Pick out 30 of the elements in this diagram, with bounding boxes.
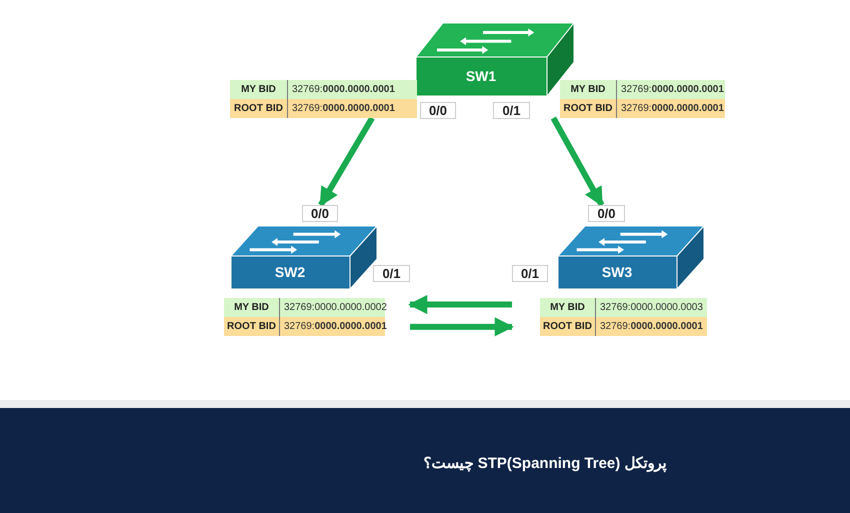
title: پروتکل STP(Spanning Tree) چیست؟ (422, 454, 668, 472)
bid-value: 32769:0000.0000.0003 (596, 298, 707, 317)
arrow (550, 116, 604, 207)
bid-value: 32769:0000.0000.0001 (288, 99, 417, 118)
bid-value: 32769:0000.0000.0001 (288, 80, 417, 99)
bid-value: 32769:0000.0000.0001 (596, 317, 707, 336)
arrow (408, 294, 512, 314)
bid-field-name: MY BID (224, 298, 280, 317)
bid-value: 32769:0000.0000.0002 (280, 298, 385, 317)
bid-value: 32769:0000.0000.0001 (617, 80, 725, 99)
arrow (410, 317, 514, 336)
port-label: 0/0 (588, 205, 625, 222)
port-label: 0/0 (420, 102, 456, 119)
switch-name: SW3 (600, 264, 634, 280)
port-label: 0/1 (493, 102, 530, 119)
port-label: 0/1 (512, 265, 548, 282)
switch-name: SW2 (274, 264, 306, 280)
bid-field-name: MY BID (230, 80, 288, 99)
bid-value: 32769:0000.0000.0001 (617, 99, 725, 118)
bid-field-name: ROOT BID (540, 317, 596, 336)
bid-field-name: ROOT BID (560, 99, 617, 118)
bid-value: 32769:0000.0000.0001 (280, 317, 385, 336)
port-label: 0/1 (373, 265, 410, 282)
bid-field-name: MY BID (540, 298, 596, 317)
switch-name: SW1 (464, 68, 498, 84)
bid-field-name: MY BID (560, 80, 617, 99)
bid-field-name: ROOT BID (224, 317, 280, 336)
arrow (318, 116, 375, 207)
bid-field-name: ROOT BID (230, 99, 288, 118)
port-label: 0/0 (302, 205, 338, 222)
